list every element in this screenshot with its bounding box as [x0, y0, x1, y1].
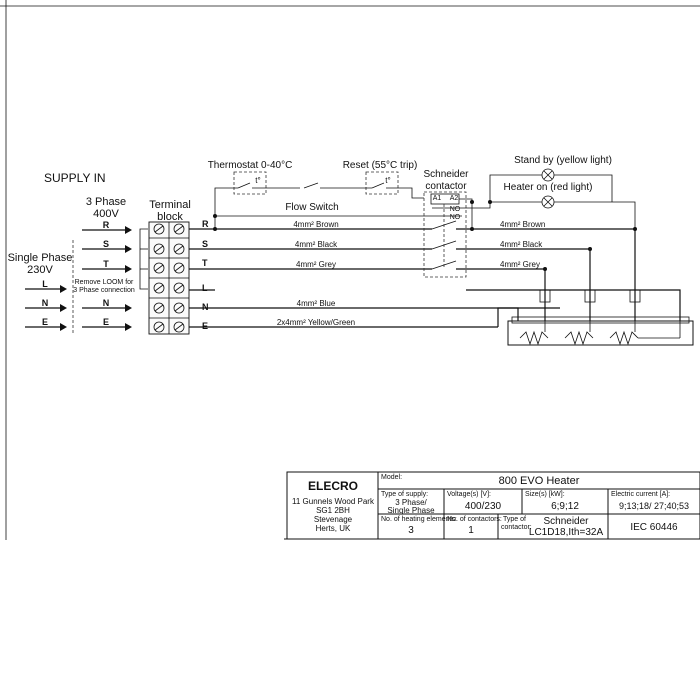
- wire-label-earth: 2x4mm² Yellow/Green: [277, 318, 355, 327]
- wire-label-blue: 4mm² Blue: [297, 299, 336, 308]
- svg-text:A1: A1: [433, 195, 442, 202]
- svg-text:A2: A2: [450, 195, 459, 202]
- contactor-label: Schneider: [423, 169, 469, 180]
- current-value: 9;13;18/ 27;40;53: [619, 501, 689, 511]
- thermostat-label: Thermostat 0-40°C: [208, 160, 293, 171]
- contactor-type-value-2: LC1D18,Ith=32A: [529, 527, 604, 538]
- terminal-label-n: N: [202, 302, 209, 312]
- single-label-e: E: [42, 317, 48, 327]
- supply-type-value: 3 Phase/: [395, 498, 427, 507]
- supply-label-n: N: [103, 298, 110, 308]
- terminal-block-label: Terminal: [149, 199, 191, 211]
- heating-element-box: [507, 316, 694, 346]
- three-phase-arrows: [82, 226, 132, 273]
- single-phase-label: Single Phase: [8, 252, 73, 264]
- voltage-value: 400/230: [465, 501, 502, 512]
- phase-wires: [189, 228, 681, 328]
- model-label: Model:: [381, 474, 402, 481]
- single-phase-arrows-left: [25, 285, 67, 331]
- single-phase-voltage: 230V: [27, 264, 53, 276]
- contactor-type-label: Type of: [503, 516, 526, 523]
- terminal-label-s: S: [202, 239, 208, 249]
- size-value: 6;9;12: [551, 501, 579, 512]
- single-label-n: N: [42, 298, 49, 308]
- wire-label-black: 4mm² Black: [295, 240, 338, 249]
- terminal-block: [148, 221, 190, 335]
- svg-text:t°: t°: [255, 176, 260, 185]
- contactor-type-value: Schneider: [543, 516, 589, 527]
- flow-switch-label: Flow Switch: [285, 202, 338, 213]
- wire-label-grey-out: 4mm² Grey: [500, 260, 540, 269]
- size-label: Size(s) [kW]:: [525, 491, 565, 498]
- voltage-label: Voltage(s) [V]:: [447, 491, 491, 498]
- svg-text:NO: NO: [450, 206, 461, 213]
- supply-type-value-2: Single Phase: [387, 506, 435, 515]
- supply-in-heading: SUPPLY IN: [44, 171, 106, 185]
- heater-on-lamp-icon: [541, 195, 555, 209]
- reset-symbol: t°: [365, 171, 399, 195]
- wire-label-black-out: 4mm² Black: [500, 240, 543, 249]
- element-terminals: [539, 289, 641, 303]
- elements-label: No. of heating elements:: [381, 516, 457, 523]
- terminal-label-r: R: [202, 219, 209, 229]
- terminal-label-l: L: [202, 283, 208, 293]
- contactor-type-label-2: contactor:: [501, 524, 532, 531]
- svg-text:NO: NO: [450, 214, 461, 221]
- terminal-label-t: T: [202, 258, 208, 268]
- address-line-2: SG1 2BH: [316, 506, 350, 515]
- junction-dots: [213, 200, 637, 271]
- address-line-3: Stevenage: [314, 515, 353, 524]
- terminal-block-label-2: block: [157, 211, 183, 223]
- heater-on-light-label: Heater on (red light): [504, 182, 593, 193]
- thermostat-symbol: t°: [233, 171, 267, 195]
- wire-label-grey: 4mm² Grey: [296, 260, 336, 269]
- loom-bracket: [139, 228, 148, 290]
- single-label-l: L: [42, 279, 48, 289]
- control-loop: [214, 182, 462, 229]
- remove-loom-note-2: 3 Phase connection: [73, 287, 135, 294]
- title-block: [284, 471, 700, 540]
- standby-lamp-icon: [541, 168, 555, 182]
- single-phase-arrows-right: [82, 304, 132, 331]
- company-name: ELECRO: [308, 479, 358, 493]
- current-label: Electric current [A]:: [611, 491, 670, 498]
- contactors-value: 1: [468, 525, 474, 536]
- standard-value: IEC 60446: [630, 522, 678, 533]
- supply-label-t: T: [103, 259, 109, 269]
- remove-loom-note: Remove LOOM for: [75, 279, 134, 286]
- supply-label-s: S: [103, 239, 109, 249]
- terminal-label-e: E: [202, 321, 208, 331]
- elements-value: 3: [408, 525, 414, 536]
- lamp-wiring: [471, 174, 636, 229]
- standby-light-label: Stand by (yellow light): [514, 155, 612, 166]
- contactor-label-2: contactor: [425, 181, 467, 192]
- three-phase-label: 3 Phase: [86, 196, 126, 208]
- model-value: 800 EVO Heater: [499, 475, 580, 487]
- supply-label-r: R: [103, 220, 110, 230]
- three-phase-voltage: 400V: [93, 208, 119, 220]
- wire-label-brown: 4mm² Brown: [293, 220, 338, 229]
- svg-text:t°: t°: [385, 176, 390, 185]
- contactors-label: No. of contactors:: [447, 516, 502, 523]
- contactor-symbol: A1 A2 NO NO: [423, 191, 491, 278]
- supply-type-label: Type of supply:: [381, 491, 428, 498]
- wire-label-brown-out: 4mm² Brown: [500, 220, 545, 229]
- supply-label-e: E: [103, 317, 109, 327]
- address-line-1: 11 Gunnels Wood Park: [292, 497, 375, 506]
- address-line-4: Herts, UK: [316, 524, 351, 533]
- reset-label: Reset (55°C trip): [343, 160, 418, 171]
